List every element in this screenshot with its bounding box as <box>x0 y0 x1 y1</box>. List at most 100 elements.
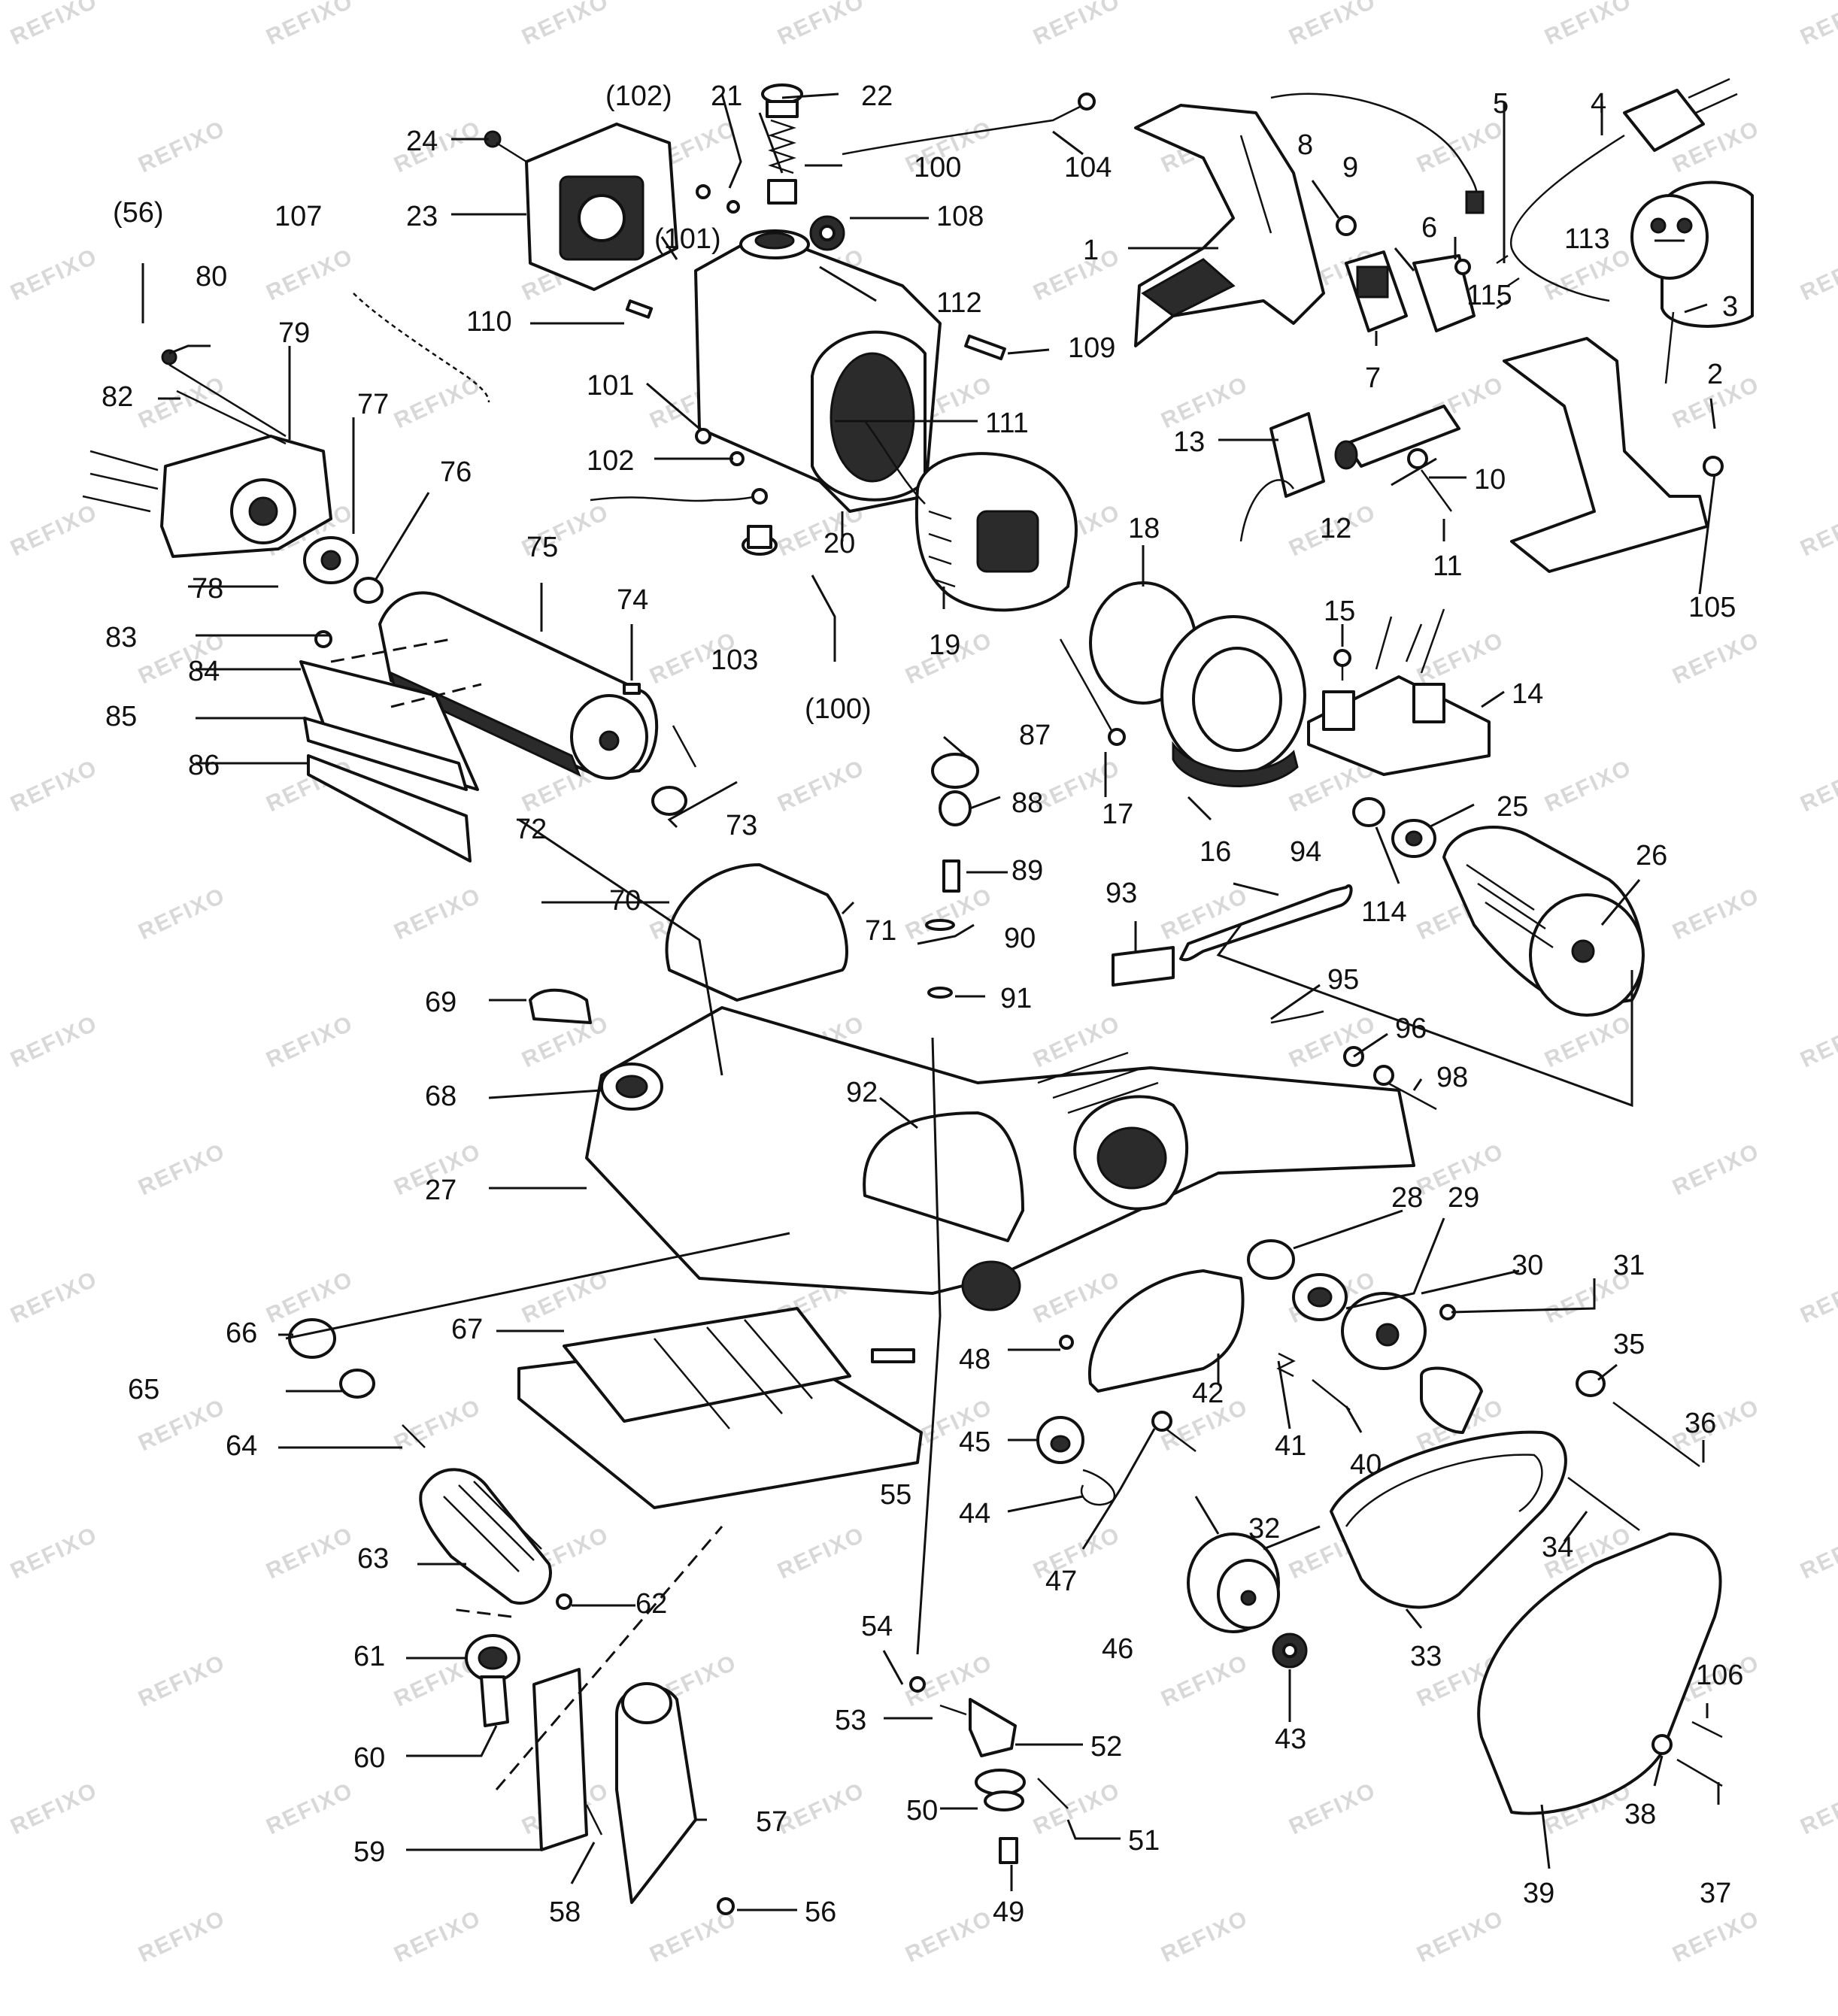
watermark-text: REFIXO <box>1030 1011 1124 1072</box>
callout-115: 115 <box>1466 280 1512 311</box>
callout-63: 63 <box>357 1543 389 1575</box>
part-53-screw <box>939 1704 967 1716</box>
part-65-bushing <box>339 1369 375 1399</box>
part-15-screw <box>1333 649 1351 681</box>
part-28-washer <box>1247 1239 1295 1280</box>
watermark-text: REFIXO <box>1541 755 1636 817</box>
watermark-text: REFIXO <box>774 755 869 817</box>
callout-91: 91 <box>1000 983 1032 1014</box>
callout-35: 35 <box>1613 1329 1645 1360</box>
part-69-plug <box>529 988 592 1024</box>
part-64-screw <box>402 1424 426 1448</box>
callout-72: 72 <box>515 814 547 845</box>
callout-95: 95 <box>1327 964 1359 996</box>
callout-18: 18 <box>1128 513 1160 544</box>
callout-93: 93 <box>1106 878 1137 909</box>
watermark-text: REFIXO <box>1797 0 1838 50</box>
callout-8: 8 <box>1297 129 1313 161</box>
callout-101: 101 <box>587 370 634 402</box>
watermark-text: REFIXO <box>1669 1905 1764 1967</box>
part-17-screw <box>1059 638 1115 734</box>
part-60-lever <box>480 1675 509 1727</box>
part-110-pin <box>625 299 654 319</box>
callout-38: 38 <box>1624 1799 1656 1830</box>
callout-103: 103 <box>711 644 758 676</box>
watermark-text: REFIXO <box>1669 1138 1764 1200</box>
part-19-stator <box>914 452 1078 612</box>
part-73-screw <box>672 725 697 768</box>
part-44-circlip <box>1080 1469 1116 1506</box>
part-29-bearing <box>1292 1273 1348 1321</box>
part-106-pin <box>1691 1720 1723 1739</box>
callout-100-ref: (100) <box>805 693 872 725</box>
callout-57: 57 <box>756 1806 787 1838</box>
part-30-pulley <box>1341 1292 1427 1370</box>
callout-75: 75 <box>526 532 558 563</box>
part-103-wire <box>590 491 768 502</box>
callout-89: 89 <box>1012 855 1043 887</box>
part-38-washer <box>1651 1734 1673 1755</box>
part-46-pulley <box>1187 1532 1280 1633</box>
part-84-86-blades <box>299 630 479 862</box>
part-95-spring <box>1270 1010 1324 1024</box>
callout-79: 79 <box>278 317 310 349</box>
part-39-belt-cover <box>1477 1532 1722 1815</box>
callout-77: 77 <box>357 389 389 420</box>
watermark-text: REFIXO <box>7 1522 102 1584</box>
part-80-washer <box>161 349 177 365</box>
part-4-power-plug <box>1509 77 1738 302</box>
watermark-text: REFIXO <box>7 244 102 305</box>
part-5-6-switch <box>1412 254 1476 332</box>
watermark-text: REFIXO <box>262 1011 357 1072</box>
part-58-pin <box>585 1804 603 1836</box>
callout-45: 45 <box>959 1426 990 1458</box>
part-43-nut <box>1272 1633 1308 1669</box>
callout-11: 11 <box>1433 550 1462 582</box>
callout-61: 61 <box>353 1641 385 1672</box>
watermark-text: REFIXO <box>1797 1011 1838 1072</box>
callout-58: 58 <box>549 1896 581 1928</box>
part-47-washer <box>1151 1411 1172 1432</box>
callout-55: 55 <box>880 1479 911 1511</box>
part-111-wire <box>863 420 926 505</box>
part-98-screw <box>1373 1065 1394 1086</box>
callout-33: 33 <box>1410 1641 1442 1672</box>
watermark-text: REFIXO <box>902 1905 996 1967</box>
part-21-22-brush <box>761 83 803 205</box>
part-68-bracket <box>600 1063 663 1111</box>
part-63-knob <box>419 1468 552 1605</box>
callout-15: 15 <box>1324 596 1355 627</box>
part-94-spanner <box>1179 884 1353 962</box>
callout-62: 62 <box>635 1588 667 1620</box>
callout-94: 94 <box>1290 836 1321 868</box>
part-35-washer <box>1576 1370 1606 1397</box>
part-113-plug-adapter <box>1630 180 1754 328</box>
callout-44: 44 <box>959 1498 990 1529</box>
callout-34: 34 <box>1542 1532 1573 1563</box>
watermark-text: REFIXO <box>1157 371 1252 433</box>
callout-108: 108 <box>936 201 984 232</box>
watermark-text: REFIXO <box>1285 1778 1380 1839</box>
callout-6: 6 <box>1421 212 1437 244</box>
part-108-grommet <box>809 215 845 251</box>
callout-83: 83 <box>105 622 137 653</box>
callout-25: 25 <box>1497 791 1528 823</box>
callout-43: 43 <box>1275 1723 1306 1755</box>
watermark-text: REFIXO <box>1030 244 1124 305</box>
watermark-text: REFIXO <box>262 1778 357 1839</box>
callout-96: 96 <box>1395 1013 1427 1044</box>
callout-31: 31 <box>1613 1250 1645 1281</box>
part-54-ball <box>909 1676 926 1693</box>
callout-1: 1 <box>1083 235 1099 266</box>
callout-87: 87 <box>1019 720 1051 751</box>
part-101-screw <box>695 428 711 444</box>
callout-88: 88 <box>1012 787 1043 819</box>
callout-80: 80 <box>196 261 227 293</box>
callout-74: 74 <box>617 584 648 616</box>
callout-59: 59 <box>353 1836 385 1868</box>
callout-32: 32 <box>1248 1513 1280 1545</box>
callout-101-ref: (101) <box>654 223 721 255</box>
callout-69: 69 <box>425 987 456 1018</box>
part-8-cable <box>1270 92 1479 204</box>
watermark-text: REFIXO <box>1797 1266 1838 1328</box>
